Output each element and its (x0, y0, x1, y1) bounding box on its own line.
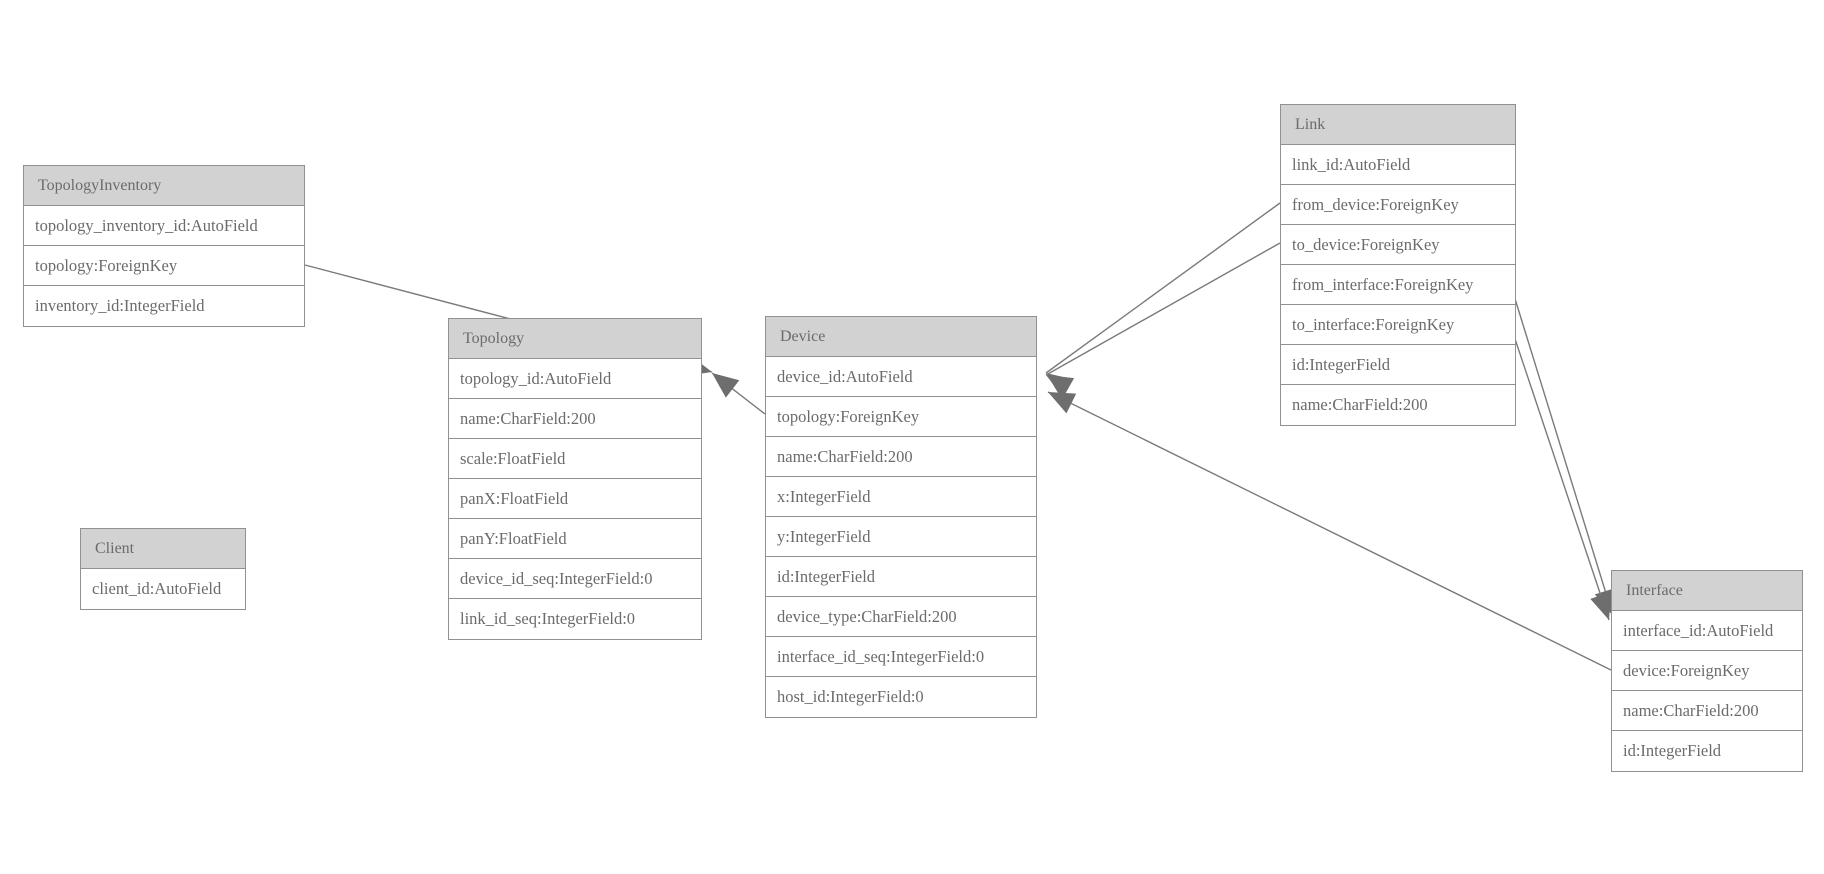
entity-field-row: x:IntegerField (766, 477, 1036, 517)
entity-title-client: Client (81, 529, 245, 569)
entity-field-row: topology:ForeignKey (24, 246, 304, 286)
relationship-rel-link-from-device (1045, 202, 1281, 398)
relationship-line (1047, 391, 1612, 671)
relationship-arrowhead-icon (712, 373, 740, 398)
relationship-line (1511, 288, 1614, 617)
entity-field-row: client_id:AutoField (92, 579, 222, 598)
entity-field-row: link_id:AutoField (1281, 145, 1515, 185)
entity-field-row: id:IntegerField (766, 557, 1036, 597)
entity-title-interface: Interface (1612, 571, 1802, 611)
relationship-rel-device-topology (711, 372, 766, 415)
relationship-arrowhead-icon (1046, 373, 1074, 398)
entity-field-row: to_device:ForeignKey (1281, 225, 1515, 265)
relationship-line (1045, 202, 1281, 374)
entity-field-row: name:CharField:200 (766, 437, 1036, 477)
relationship-line (711, 372, 766, 415)
entity-title-link: Link (1281, 105, 1515, 145)
entity-field-row: interface_id:AutoField (1612, 611, 1802, 651)
entity-field-row: topology_id:AutoField (449, 359, 701, 399)
entity-field-row: y:IntegerField (766, 517, 1036, 557)
entity-field-row: name:CharField:200 (1292, 395, 1428, 414)
entity-field-row: inventory_id:IntegerField (35, 296, 205, 315)
relationship-line (1045, 242, 1281, 376)
entity-field-row: device:ForeignKey (1612, 651, 1802, 691)
entity-field-row: topology:ForeignKey (766, 397, 1036, 437)
entity-field-row: device_id_seq:IntegerField:0 (449, 559, 701, 599)
entity-field-row: device_id:AutoField (766, 357, 1036, 397)
relationship-rel-link-from-interface (1511, 288, 1616, 617)
relationship-rel-link-to-interface (1501, 299, 1612, 621)
entity-field-row: panX:FloatField (449, 479, 701, 519)
entity-field-row: panY:FloatField (449, 519, 701, 559)
entity-field-row: id:IntegerField (1623, 741, 1722, 760)
relationship-arrowhead-icon (1048, 392, 1077, 414)
entity-field-row: topology_inventory_id:AutoField (24, 206, 304, 246)
entity-field-row: device_type:CharField:200 (766, 597, 1036, 637)
entity-title-topologyinventory: TopologyInventory (24, 166, 304, 206)
entity-field-row: scale:FloatField (449, 439, 701, 479)
entity-field-row: host_id:IntegerField:0 (777, 687, 924, 706)
entity-field-row: name:CharField:200 (1612, 691, 1802, 731)
relationship-rel-link-to-device (1045, 242, 1281, 398)
entity-box-client[interactable]: Client client_id:AutoField (80, 528, 246, 610)
entity-title-topology: Topology (449, 319, 701, 359)
entity-field-row: from_interface:ForeignKey (1281, 265, 1515, 305)
entity-title-device: Device (766, 317, 1036, 357)
entity-field-row: id:IntegerField (1281, 345, 1515, 385)
entity-field-row: to_interface:ForeignKey (1281, 305, 1515, 345)
entity-field-row: link_id_seq:IntegerField:0 (460, 609, 636, 628)
entity-field-row: from_device:ForeignKey (1281, 185, 1515, 225)
relationship-arrowhead-icon (1046, 375, 1075, 398)
entity-field-row: name:CharField:200 (449, 399, 701, 439)
entity-field-row: interface_id_seq:IntegerField:0 (766, 637, 1036, 677)
relationship-line (1501, 299, 1610, 621)
